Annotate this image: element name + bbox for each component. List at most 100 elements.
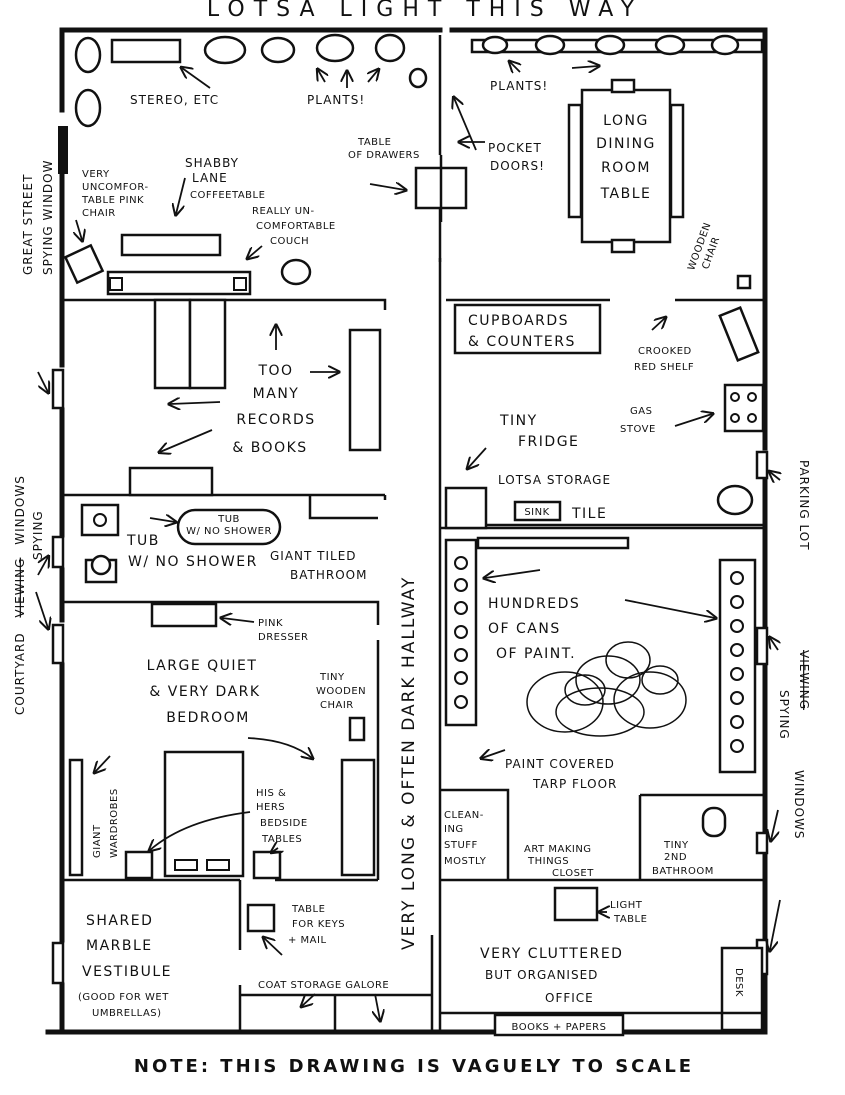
svg-text:BEDSIDE: BEDSIDE [260,818,308,829]
svg-text:CLEAN-: CLEAN- [444,810,484,821]
svg-text:2ND: 2ND [664,852,687,863]
svg-text:STOVE: STOVE [620,424,656,435]
svg-text:TABLES: TABLES [261,834,302,845]
dining-chair-top [610,78,636,94]
svg-text:BATHROOM: BATHROOM [290,568,367,582]
svg-text:VIEWING: VIEWING [797,650,811,710]
svg-text:COURTYARD VIEWING: COURTYARD VIEWING WINDOWS [13,475,27,715]
svg-text:HUNDREDS: HUNDREDS [488,596,580,612]
svg-text:TUB: TUB [126,533,160,549]
living-room [63,33,468,296]
parking-windows-label: PARKING LOT VIEWING SPYING WINDOWS [777,460,811,840]
svg-text:OF CANS: OF CANS [488,621,561,637]
wooden-chair [736,274,752,290]
courtyard-window-4 [51,941,65,985]
books-papers-shelf [493,1013,625,1037]
svg-text:ART MAKING: ART MAKING [524,844,592,855]
desk [720,946,764,1032]
tiny-wooden-chair [348,716,366,742]
svg-text:SPYING WINDOW: SPYING WINDOW [41,160,55,275]
bed [163,750,245,878]
svg-text:& VERY DARK: & VERY DARK [149,684,260,700]
svg-text:TUB: TUB [217,514,240,525]
bedside-table-right [252,850,282,880]
plant-6 [408,67,428,89]
svg-text:HERS: HERS [256,802,285,813]
plant-5 [374,33,406,63]
svg-text:FOR KEYS: FOR KEYS [292,919,345,930]
courtyard-window-1 [51,368,65,410]
courtyard-window-2 [51,535,65,569]
wardrobe-right [340,758,376,877]
street-window-label: GREAT STREET SPYING WINDOW [21,160,55,275]
crooked-shelf [718,305,760,363]
coffee-table [120,233,222,257]
svg-text:RED SHELF: RED SHELF [634,362,694,373]
record-shelf-2 [188,298,227,390]
svg-text:DESK: DESK [733,968,744,997]
bedroom [68,602,376,880]
svg-text:BUT ORGANISED: BUT ORGANISED [485,968,598,982]
svg-text:BATHROOM: BATHROOM [652,866,714,877]
svg-text:UMBRELLAS): UMBRELLAS) [92,1008,162,1019]
couch-arm-right [233,277,247,291]
studio [444,536,757,838]
svg-text:COMFORTABLE: COMFORTABLE [256,221,336,232]
svg-text:SPYING: SPYING [31,510,45,560]
svg-text:GAS: GAS [630,406,652,417]
paint-splatter [526,641,687,737]
svg-text:(GOOD FOR WET: (GOOD FOR WET [78,992,169,1003]
couch [106,270,252,296]
bath-sink-unit [80,503,120,537]
plant-4 [315,33,355,63]
dining-plant-4 [654,34,686,56]
dining-plant-2 [534,34,566,56]
svg-text:UNCOMFOR-: UNCOMFOR- [82,182,149,193]
svg-text:OFFICE: OFFICE [545,991,594,1005]
svg-text:CLOSET: CLOSET [552,868,594,879]
pink-dresser [150,602,218,628]
svg-text:MOSTLY: MOSTLY [444,856,487,867]
dining-plant-1 [481,35,509,55]
svg-text:TABLE PINK: TABLE PINK [81,195,144,206]
svg-text:LANE: LANE [192,171,228,185]
svg-text:SHABBY: SHABBY [185,156,239,170]
pink-chair [63,243,105,285]
svg-text:CUPBOARDS: CUPBOARDS [468,313,569,329]
plant-3 [260,36,296,64]
record-shelf-bottom [128,466,214,497]
svg-text:BEDROOM: BEDROOM [166,710,250,726]
svg-text:PARKING LOT: PARKING LOT [797,460,811,551]
svg-text:FRIDGE: FRIDGE [518,434,579,450]
svg-text:COAT STORAGE GALORE: COAT STORAGE GALORE [258,980,389,991]
kitchen-plant [716,484,754,516]
svg-text:MANY: MANY [253,386,300,402]
svg-text:POCKET: POCKET [488,141,542,155]
plant-2 [203,35,247,65]
svg-text:STEREO, ETC: STEREO, ETC [130,93,219,107]
svg-text:WINDOWS: WINDOWS [792,770,806,840]
dining-chair-left [567,103,583,219]
svg-text:W/ NO SHOWER: W/ NO SHOWER [128,554,258,570]
plant-1 [74,36,102,74]
svg-text:THINGS: THINGS [527,856,569,867]
svg-text:CROOKED: CROOKED [638,346,692,357]
interior-walls [62,35,765,1032]
svg-text:ING: ING [444,824,464,835]
svg-text:OF PAINT.: OF PAINT. [496,646,576,662]
svg-text:OF DRAWERS: OF DRAWERS [348,150,420,161]
svg-text:DOORS!: DOORS! [490,159,545,173]
kitchen [444,303,765,530]
svg-text:BOOKS + PAPERS: BOOKS + PAPERS [512,1022,607,1033]
outer-walls [45,27,768,1035]
street-window [58,126,68,174]
svg-text:VERY: VERY [82,169,110,180]
svg-text:TABLE: TABLE [291,904,325,915]
svg-text:& COUNTERS: & COUNTERS [468,334,576,350]
plant-7 [74,88,102,128]
courtyard-window-3 [51,623,65,665]
record-shelf-1 [153,298,192,390]
svg-text:DINING: DINING [596,136,656,152]
dining-chair-bottom [610,238,636,254]
